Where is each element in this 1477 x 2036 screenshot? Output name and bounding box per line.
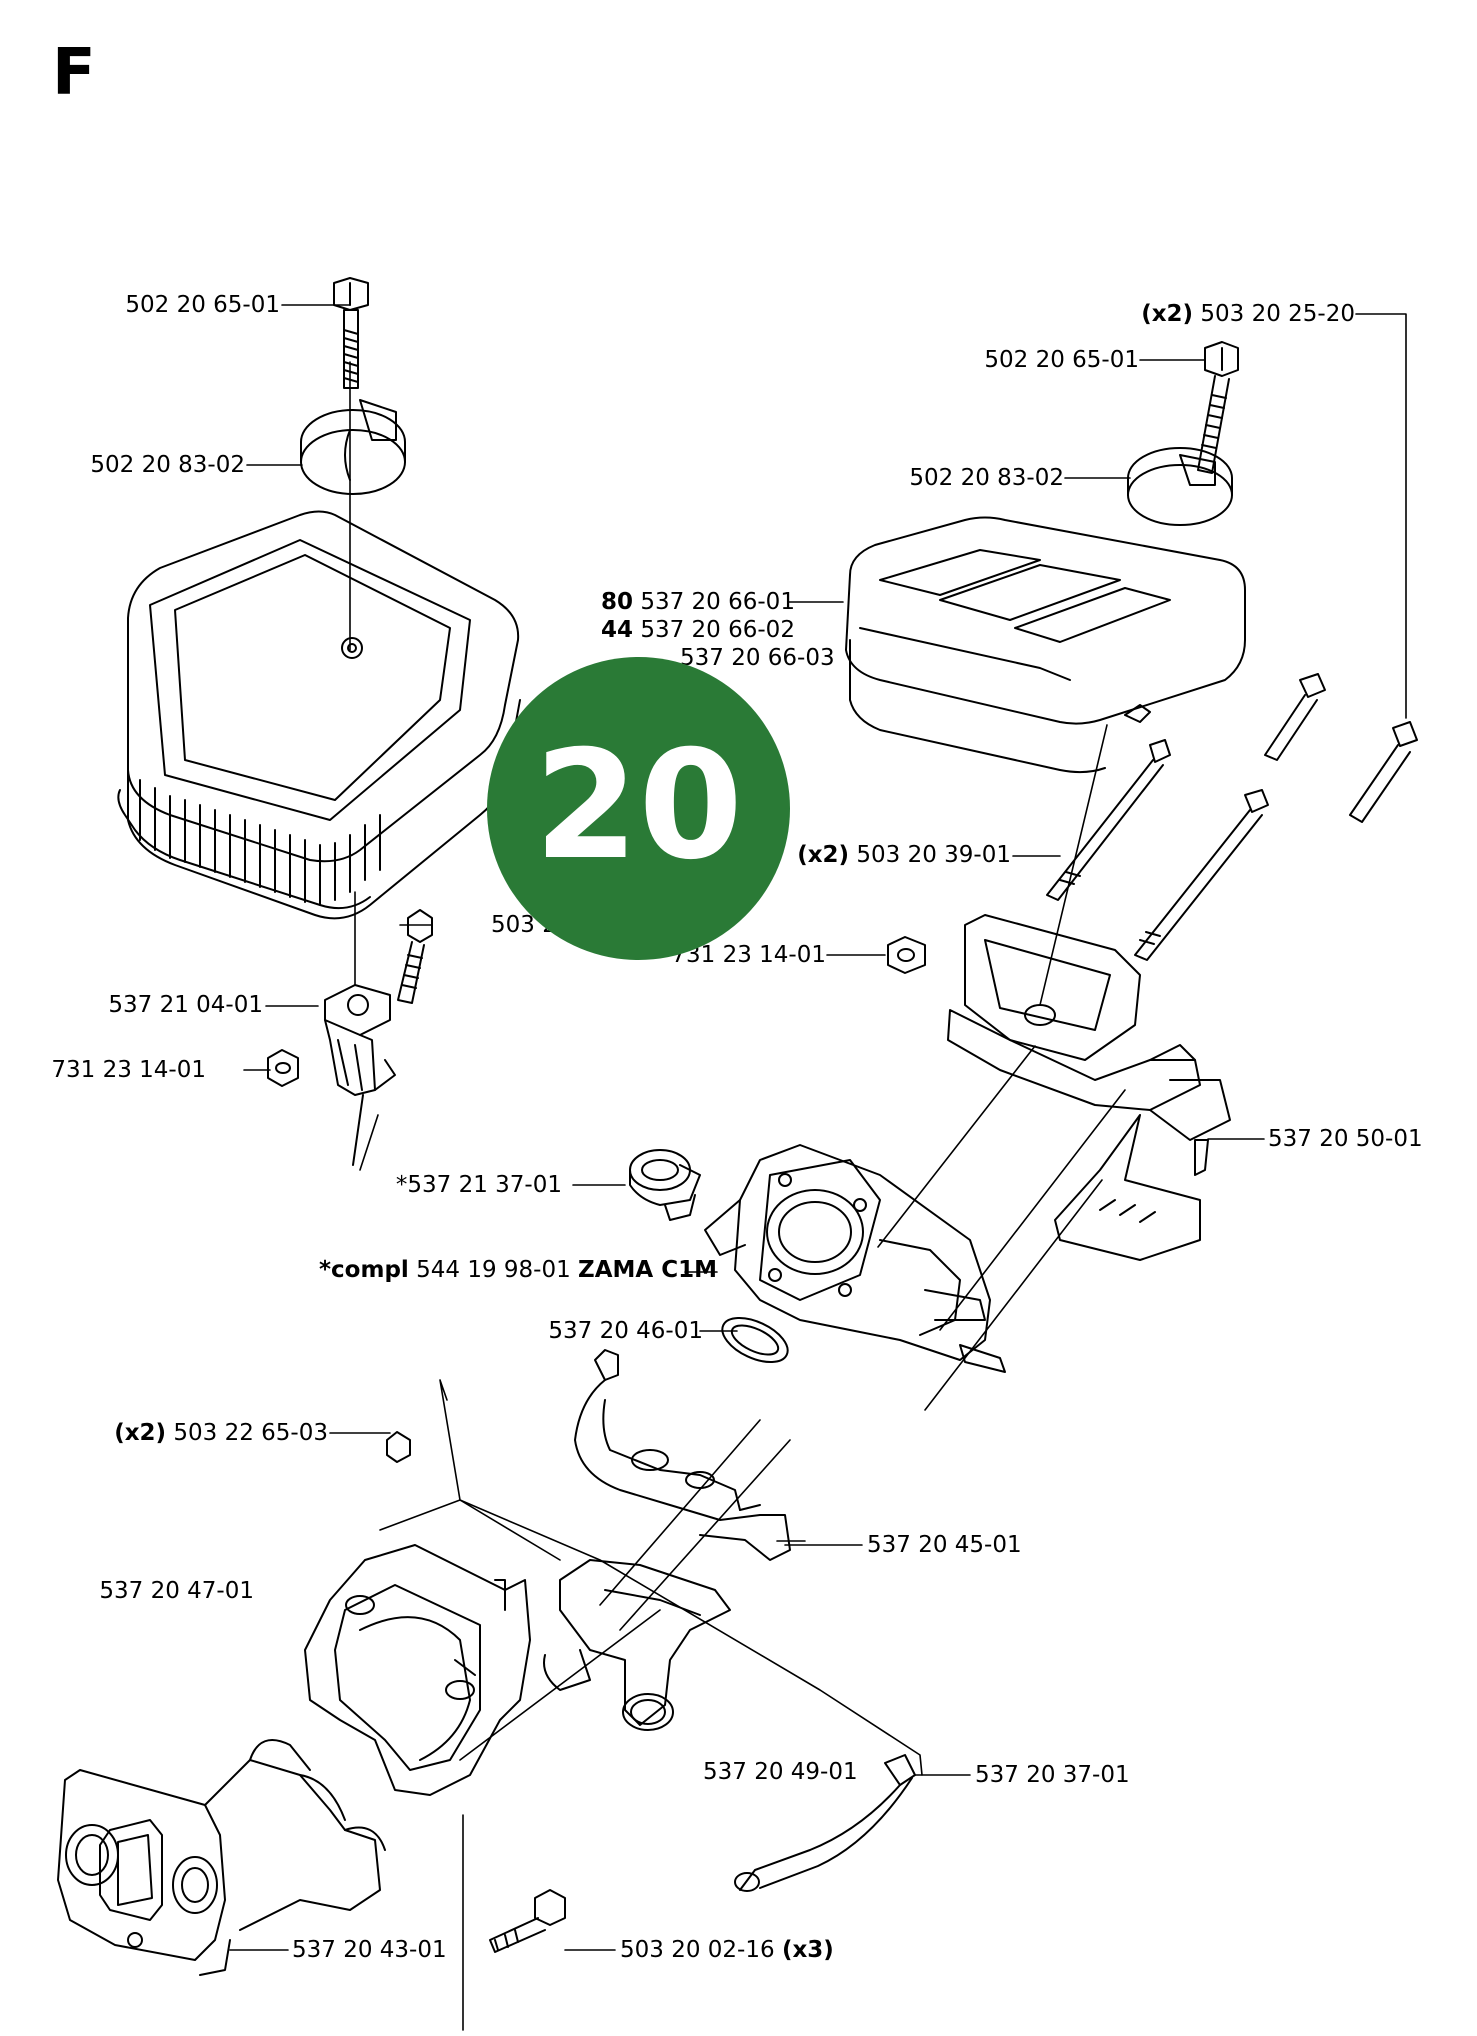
pump-diaphragm — [629, 1149, 701, 1221]
label-cap-right[interactable]: 502 20 83-02 — [909, 465, 1064, 491]
label-cap-left[interactable]: 502 20 83-02 — [90, 452, 245, 478]
label-bolt-right[interactable]: 502 20 65-01 — [984, 347, 1139, 373]
bolt-left-top — [333, 277, 369, 389]
cap-left — [300, 399, 406, 495]
label-manifold[interactable]: 537 20 43-01 — [292, 1937, 447, 1963]
label-rubber-flange[interactable]: 537 20 47-01 — [99, 1578, 254, 1604]
label-carburetor[interactable]: *compl 544 19 98-01 ZAMA C1M — [319, 1257, 717, 1283]
label-holder-right[interactable]: 537 20 50-01 — [1268, 1126, 1423, 1152]
fuel-hose — [734, 1754, 916, 1892]
long-screws — [1046, 673, 1418, 961]
gasket-ring — [721, 1316, 789, 1364]
intake-holder — [947, 914, 1231, 1261]
label-screws-right[interactable]: (x2) 503 20 25-20 — [1141, 301, 1355, 327]
label-bracket-curved[interactable]: 537 20 45-01 — [867, 1532, 1022, 1558]
label-bolts-bottom[interactable]: 503 20 02-16 (x3) — [620, 1937, 834, 1963]
label-bracket[interactable]: 537 21 04-01 — [108, 992, 263, 1018]
label-cover-3[interactable]: 537 20 66-03 — [680, 645, 835, 671]
filter-cover-right — [845, 516, 1246, 774]
label-nut-left[interactable]: 731 23 14-01 — [51, 1057, 206, 1083]
bracket-curved — [574, 1349, 791, 1561]
bolt-right-top — [1197, 341, 1239, 474]
carburetor — [704, 1144, 1006, 1373]
label-hose[interactable]: 537 20 37-01 — [975, 1762, 1130, 1788]
label-gasket-ring[interactable]: 537 20 46-01 — [548, 1318, 703, 1344]
nut-left — [267, 1049, 299, 1087]
bolt-bottom — [489, 1889, 566, 1953]
step-number-badge: 20 — [487, 657, 790, 960]
section-letter: F — [52, 36, 96, 110]
screw-left — [397, 909, 433, 1004]
label-pump[interactable]: *537 21 37-01 — [395, 1172, 562, 1198]
intake-elbow — [543, 1559, 731, 1731]
nut-small — [386, 1431, 411, 1463]
label-cover-1[interactable]: 80 537 20 66-01 — [601, 589, 795, 615]
label-bolt-left[interactable]: 502 20 65-01 — [125, 292, 280, 318]
step-number: 20 — [534, 718, 743, 893]
label-intake-elbow[interactable]: 537 20 49-01 — [703, 1759, 858, 1785]
label-cover-2[interactable]: 44 537 20 66-02 — [601, 617, 795, 643]
intake-manifold — [57, 1739, 386, 1976]
rubber-flange — [304, 1544, 531, 1796]
bracket-left — [324, 984, 396, 1166]
air-filter-left — [117, 510, 521, 920]
nut-right — [887, 936, 926, 974]
cap-right — [1127, 447, 1233, 526]
label-nuts[interactable]: (x2) 503 22 65-03 — [114, 1420, 328, 1446]
label-screws-mid[interactable]: (x2) 503 20 39-01 — [797, 842, 1011, 868]
